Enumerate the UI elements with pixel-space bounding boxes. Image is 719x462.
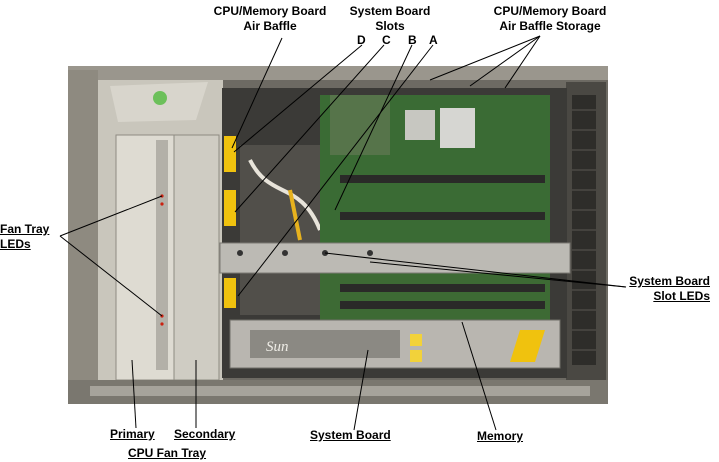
slot-leds-label: System Board Slot LEDs (629, 274, 710, 303)
secondary-label: Secondary (174, 427, 236, 441)
baffle-storage-label: CPU/Memory Board Air Baffle Storage (493, 4, 607, 33)
fan-tray-leds-label: Fan Tray LEDs (0, 222, 50, 251)
cpu-memory-baffle-label: CPU/Memory Board Air Baffle (213, 4, 327, 33)
slot-letter-a: A (429, 33, 438, 47)
system-board-label: System Board (310, 428, 391, 442)
slot-letter-b: B (408, 33, 417, 47)
sun-logo: Sun (266, 339, 289, 355)
primary-label: Primary (110, 427, 155, 441)
cpu-fan-tray-label: CPU Fan Tray (128, 446, 207, 460)
system-board-slots-label: System Board Slots (349, 4, 431, 33)
slot-letter-c: C (382, 33, 391, 47)
slot-letter-d: D (357, 33, 366, 47)
memory-label: Memory (477, 429, 524, 443)
